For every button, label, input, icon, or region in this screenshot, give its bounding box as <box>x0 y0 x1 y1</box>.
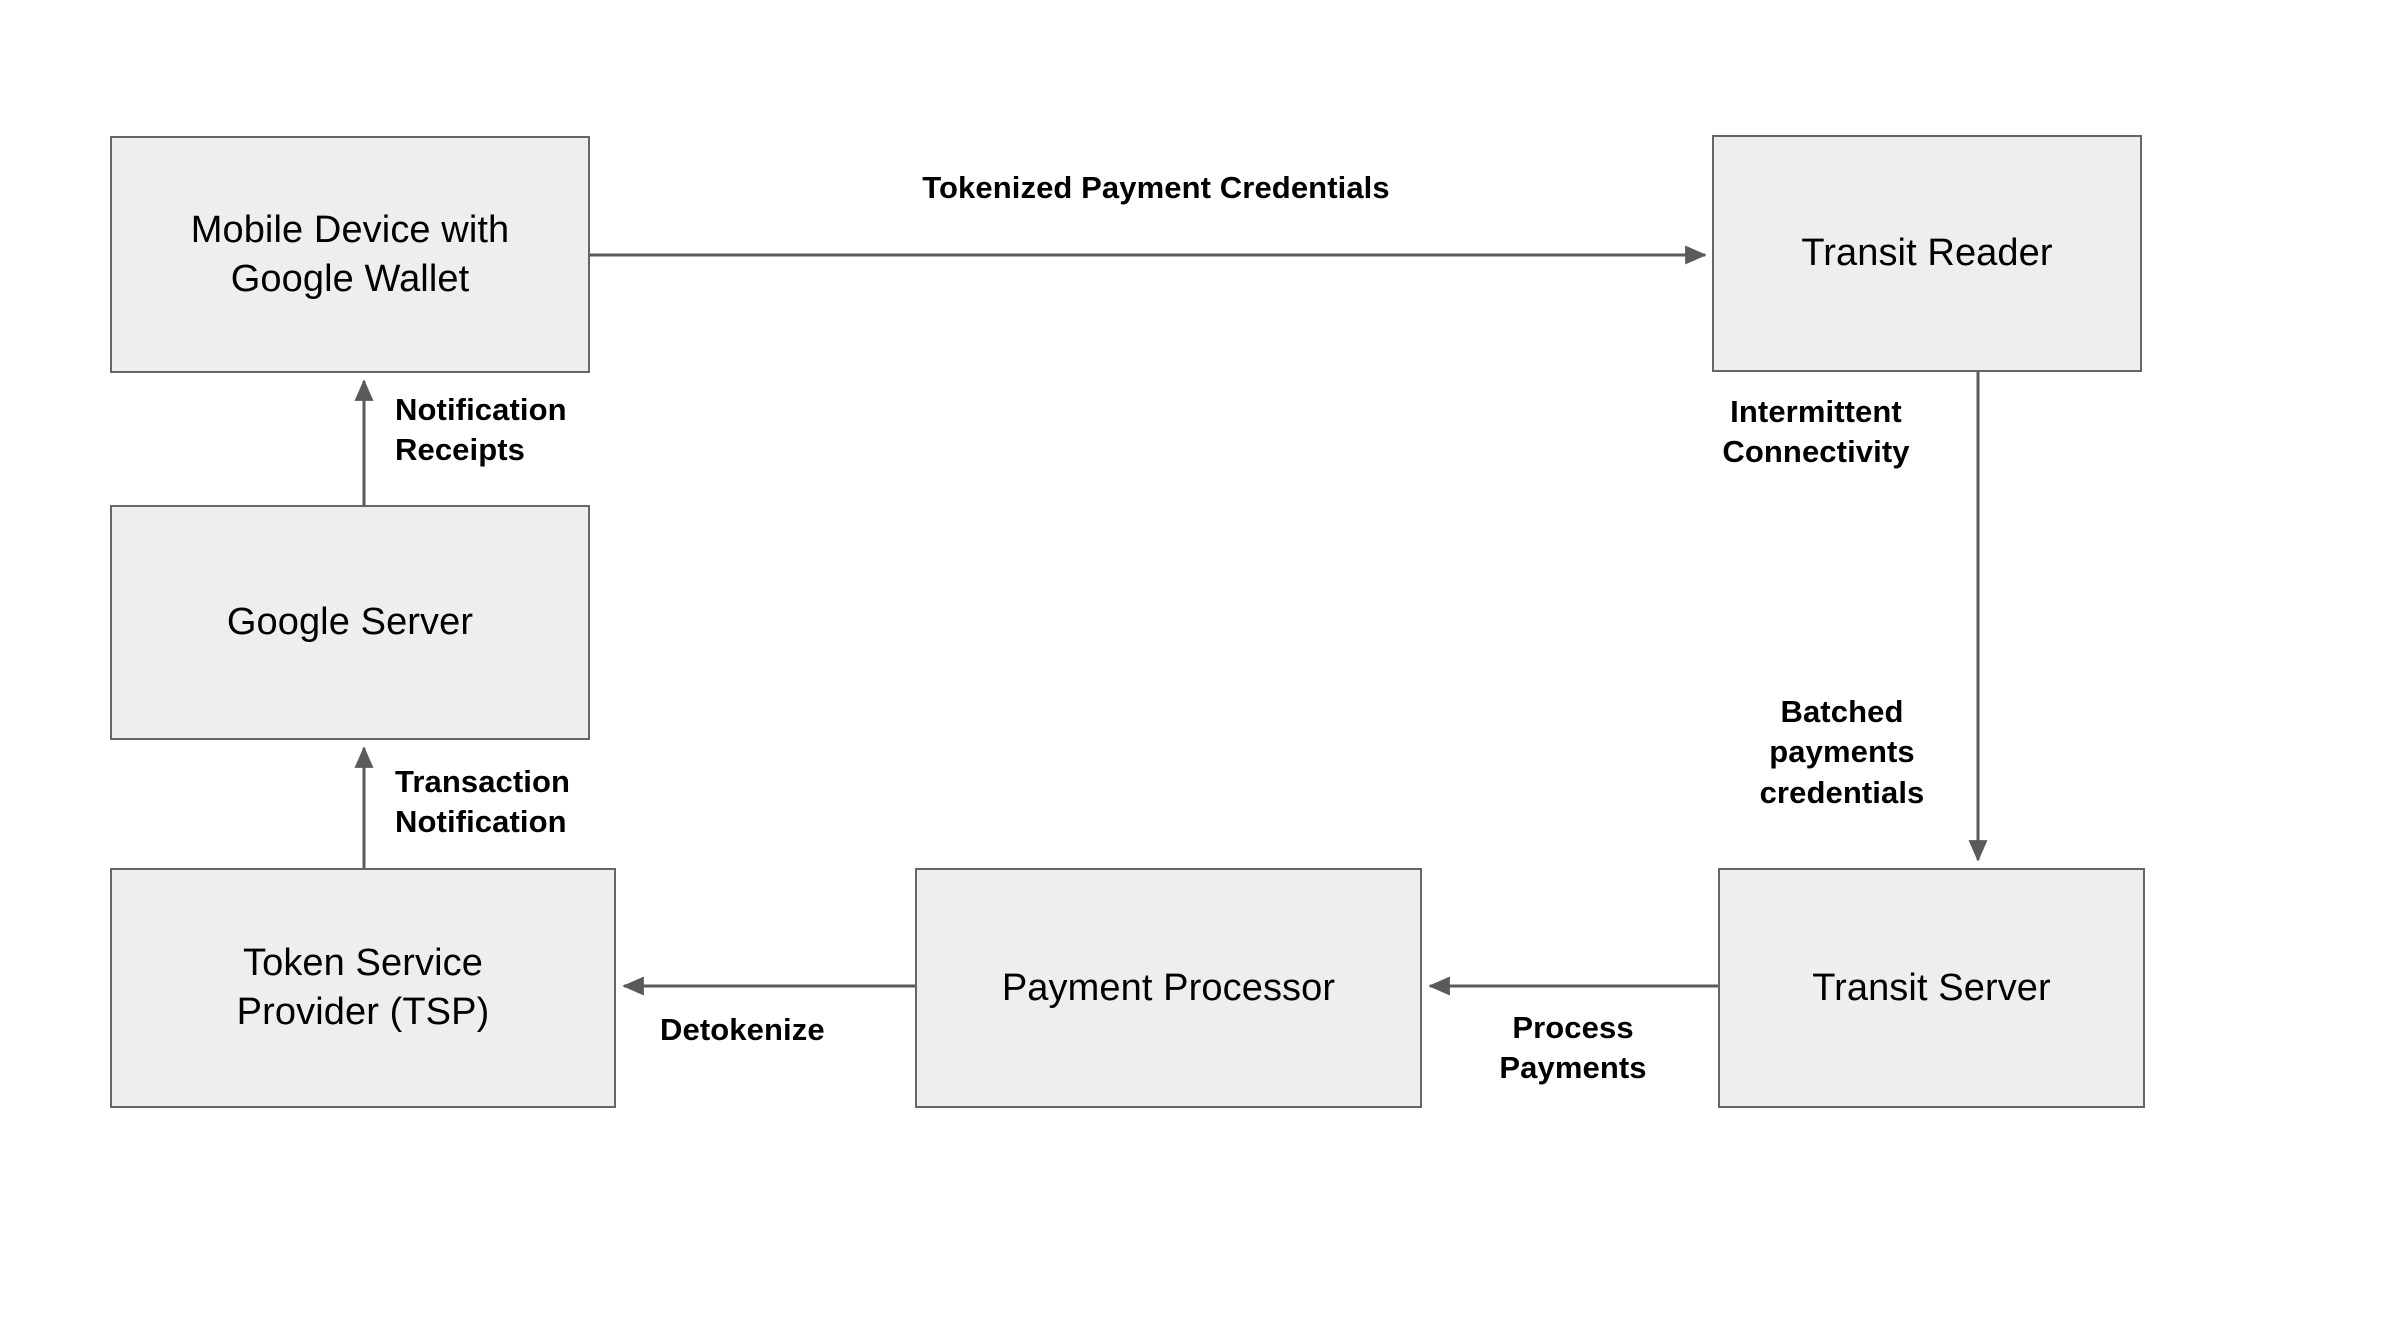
node-payment-processor-label: Payment Processor <box>1001 966 1336 1009</box>
node-google-server[interactable]: Google Server <box>110 505 590 740</box>
node-google-server-label: Google Server <box>226 601 474 644</box>
edge-label-tokenized-payment-credentials: Tokenized Payment Credentials <box>922 170 1390 205</box>
node-transit-server-label: Transit Server <box>1812 966 2051 1009</box>
node-token-service-provider-label: Token Service Provider (TSP) <box>236 942 490 1033</box>
edge-label-transaction-notification: Transaction Notification <box>395 764 571 840</box>
edge-label-intermittent-connectivity: Intermittent Connectivity <box>1722 394 1910 470</box>
edge-label-detokenize: Detokenize <box>660 1012 825 1047</box>
node-mobile-device[interactable]: Mobile Device with Google Wallet <box>110 136 590 373</box>
edge-label-batched-payments-credentials: Batched payments credentials <box>1759 694 1925 810</box>
edge-label-process-payments: Process Payments <box>1499 1010 1647 1086</box>
node-payment-processor[interactable]: Payment Processor <box>915 868 1422 1108</box>
node-transit-reader[interactable]: Transit Reader <box>1712 135 2142 372</box>
node-transit-server[interactable]: Transit Server <box>1718 868 2145 1108</box>
node-mobile-device-label: Mobile Device with Google Wallet <box>190 208 510 300</box>
edge-label-notification-receipts: Notification Receipts <box>395 392 567 468</box>
node-token-service-provider[interactable]: Token Service Provider (TSP) <box>110 868 616 1108</box>
node-transit-reader-label: Transit Reader <box>1801 232 2053 275</box>
